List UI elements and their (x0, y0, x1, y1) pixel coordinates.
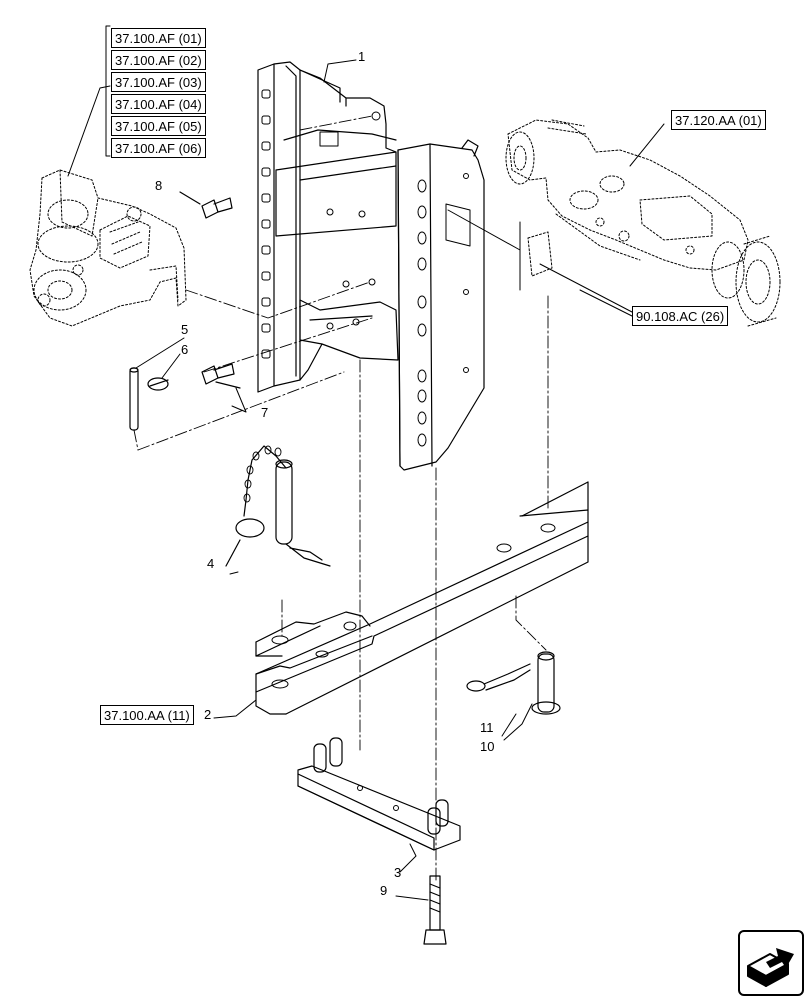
bracket-part-3 (297, 737, 461, 851)
callout-3: 3 (394, 865, 402, 880)
reference-90-108-ac-26[interactable]: 90.108.AC (26) (632, 306, 729, 326)
reference-37-100-af-06[interactable]: 37.100.AF (06) (111, 138, 206, 158)
callout-1: 1 (358, 49, 366, 64)
reference-37-100-af-05[interactable]: 37.100.AF (05) (111, 116, 206, 136)
drawbar-part-2 (255, 481, 589, 715)
bolt-part-9 (423, 875, 447, 945)
clip-part-6 (147, 377, 169, 391)
axle-assembly-illustration (505, 119, 781, 327)
reference-37-100-aa-11[interactable]: 37.100.AA (11) (100, 705, 194, 725)
side-plate (397, 139, 485, 471)
reference-37-100-af-02[interactable]: 37.100.AF (02) (111, 50, 206, 70)
callout-4: 4 (207, 556, 215, 571)
callout-10: 10 (480, 739, 495, 754)
reference-group-bracket (105, 25, 111, 157)
bolt-part-7 (201, 363, 241, 389)
pin-with-chain-part-4 (225, 445, 331, 567)
callout-5: 5 (181, 322, 189, 337)
pin-part-5 (129, 367, 139, 431)
callout-6: 6 (181, 342, 189, 357)
callout-7: 7 (261, 405, 269, 420)
bolt-part-8 (179, 191, 233, 219)
callout-9: 9 (380, 883, 388, 898)
next-page-arrow-icon[interactable] (738, 930, 804, 996)
callout-leaders (67, 59, 665, 901)
reference-37-100-af-04[interactable]: 37.100.AF (04) (111, 94, 206, 114)
callout-2: 2 (204, 707, 212, 722)
pin-part-10 (531, 651, 561, 715)
callout-8: 8 (155, 178, 163, 193)
assembly-centerlines (133, 115, 549, 881)
callout-11: 11 (480, 720, 494, 735)
reference-37-100-af-01[interactable]: 37.100.AF (01) (111, 28, 206, 48)
hitch-frame-part-1 (257, 61, 399, 393)
decal-indicator (447, 209, 633, 313)
reference-37-120-aa-01[interactable]: 37.120.AA (01) (671, 110, 766, 130)
reference-37-100-af-03[interactable]: 37.100.AF (03) (111, 72, 206, 92)
clip-part-11 (466, 663, 531, 692)
hitch-assembly-illustration (29, 169, 187, 327)
